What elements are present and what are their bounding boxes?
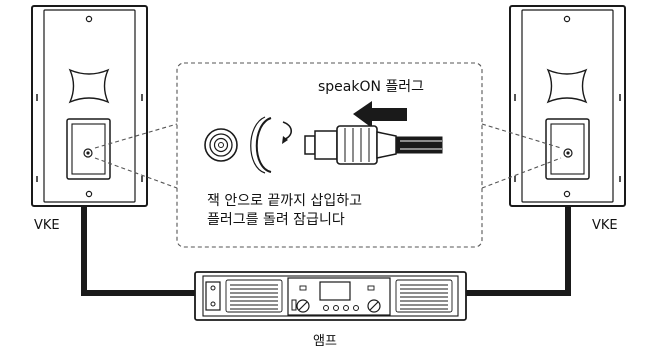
arrow-left-icon bbox=[353, 101, 407, 128]
callout-line-left-top bbox=[94, 123, 178, 149]
speaker-cables bbox=[81, 205, 571, 296]
instruction-line-1: 잭 안으로 끝까지 삽입하고 bbox=[207, 193, 363, 209]
detail-callout bbox=[94, 62, 562, 248]
amplifier-icon bbox=[194, 271, 467, 321]
callout-line-right-bottom bbox=[481, 157, 562, 189]
callout-line-left-bottom bbox=[94, 157, 178, 189]
plug-name-label: speakON 플러그 bbox=[318, 79, 425, 95]
speakon-jack-icon bbox=[204, 128, 238, 162]
left-cable bbox=[81, 205, 195, 296]
left-speaker-label: VKE bbox=[34, 218, 60, 233]
left-speaker-icon bbox=[31, 5, 148, 207]
amplifier-label: 앰프 bbox=[313, 334, 337, 349]
right-speaker-icon bbox=[509, 5, 626, 207]
right-cable bbox=[466, 205, 571, 296]
right-speaker-label: VKE bbox=[592, 218, 618, 233]
speakon-plug-icon bbox=[304, 125, 443, 165]
detail-box bbox=[176, 62, 483, 248]
rotate-arrow-icon bbox=[250, 116, 293, 174]
instruction-line-2: 플러그를 돌려 잠급니다 bbox=[207, 212, 345, 228]
